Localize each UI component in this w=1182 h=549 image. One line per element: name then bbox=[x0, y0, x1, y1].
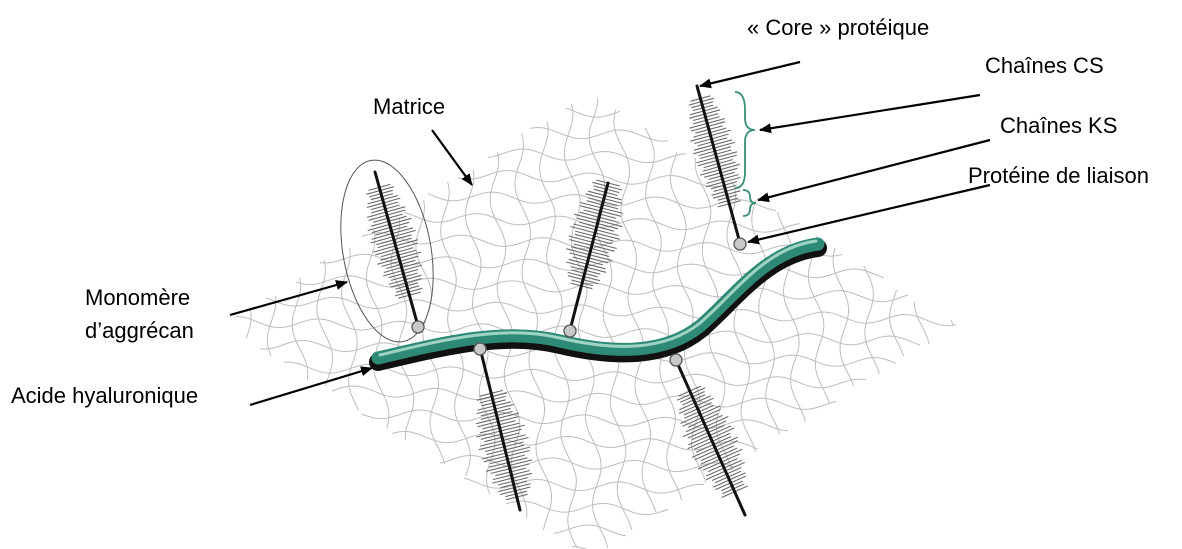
matrice-label: Matrice bbox=[373, 94, 445, 119]
cs-arrow bbox=[760, 95, 980, 130]
chaines-cs-label: Chaînes CS bbox=[985, 53, 1104, 78]
matrix-fiber bbox=[332, 386, 836, 409]
link-protein-bead bbox=[670, 354, 682, 366]
matrix-fiber bbox=[441, 182, 471, 476]
protein-core-line bbox=[676, 360, 745, 515]
link-protein-bead bbox=[412, 321, 424, 333]
link-protein-bead bbox=[734, 238, 746, 250]
matrix-fiber bbox=[296, 276, 908, 302]
matrix-fiber bbox=[808, 236, 829, 404]
matrix-fiber bbox=[506, 501, 668, 514]
ks-arrow bbox=[758, 140, 990, 200]
gag-chain-brushes bbox=[367, 96, 748, 500]
monomer-arrow bbox=[230, 282, 347, 315]
matrix-fiber bbox=[488, 149, 686, 163]
chaines-ks-label: Chaînes KS bbox=[1000, 113, 1117, 138]
cs-chains-bracket bbox=[735, 92, 755, 188]
matrix-fiber bbox=[458, 171, 734, 187]
core-label: « Core » protéique bbox=[747, 15, 929, 40]
ks-chains-bracket bbox=[743, 190, 756, 216]
matrix-fiber bbox=[914, 302, 929, 344]
link-protein-bead bbox=[474, 343, 486, 355]
core-arrow bbox=[700, 62, 800, 86]
matrix-fiber bbox=[266, 297, 956, 325]
link-protein-bead bbox=[564, 325, 576, 337]
matrix-fiber bbox=[362, 410, 788, 431]
hyaluronic-acid-strand bbox=[378, 241, 818, 362]
acide-hyaluronique-label: Acide hyaluronique bbox=[11, 383, 198, 408]
matrix-fiber bbox=[614, 110, 656, 512]
monomer-ellipse bbox=[328, 153, 447, 349]
matrix-fiber bbox=[317, 260, 333, 386]
matrix-mesh bbox=[236, 98, 956, 549]
protein-core-line bbox=[375, 172, 418, 326]
matrix-fiber bbox=[645, 128, 682, 500]
matrix-fiber bbox=[440, 455, 734, 471]
matrix-fiber bbox=[554, 525, 626, 536]
monomere-label-line1: Monomère bbox=[85, 285, 190, 310]
monomere-label-line2: d’aggrécan bbox=[85, 318, 194, 343]
matrix-fiber bbox=[566, 108, 620, 117]
matrice-arrow bbox=[432, 130, 472, 185]
matrix-fiber bbox=[246, 308, 251, 338]
matrix-fiber bbox=[530, 128, 668, 142]
proteine-liaison-label: Protéine de liaison bbox=[968, 163, 1149, 188]
